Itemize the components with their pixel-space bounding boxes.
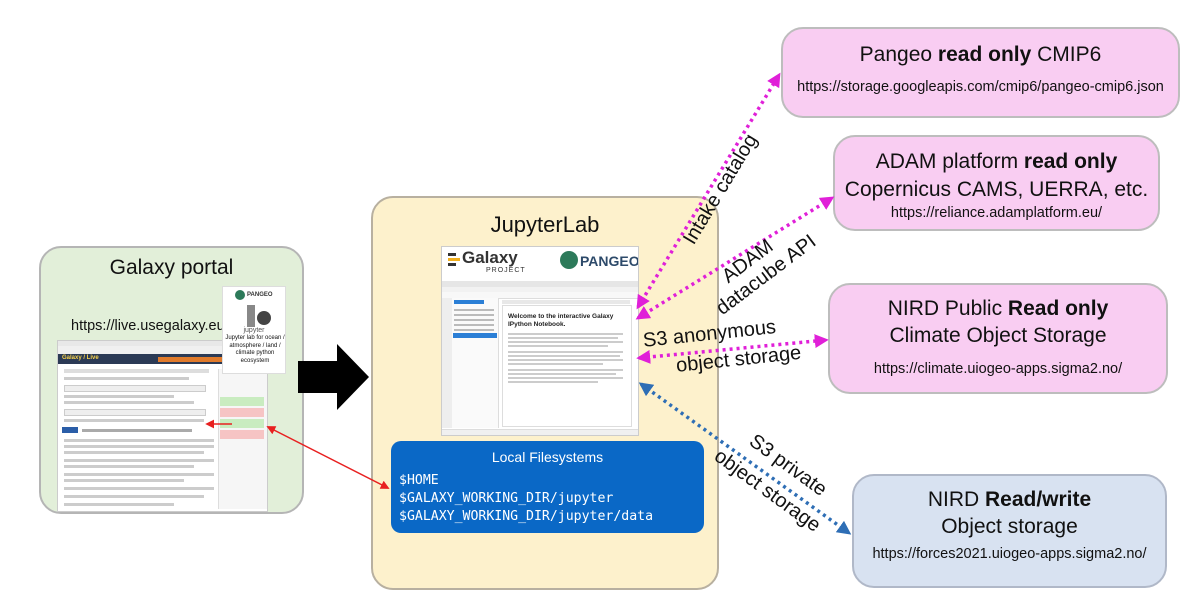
pangeo-title: Pangeo read only CMIP6	[859, 43, 1102, 66]
nird-public-box: NIRD Public Read only Climate Object Sto…	[828, 283, 1168, 394]
jupyter-word: jupyter	[243, 327, 265, 334]
adam-arrow	[635, 196, 835, 320]
galaxy-portal-url: https://live.usegalaxy.eu	[71, 318, 225, 334]
s3-anon-arrow	[636, 334, 829, 364]
path-jupyter-data: $GALAXY_WORKING_DIR/jupyter/data	[399, 509, 654, 524]
adam-platform-box: ADAM platform read only Copernicus CAMS,…	[833, 135, 1160, 231]
path-home: $HOME	[399, 473, 439, 488]
nird-public-subtitle: Climate Object Storage	[889, 324, 1107, 347]
pangeo-url: https://storage.googleapis.com/cmip6/pan…	[797, 79, 1164, 95]
pangeo-jupyter-overlay: PANGEO jupyter Jupyter lab for ocean / a…	[222, 286, 286, 374]
intake-arrow	[636, 72, 781, 310]
nird-readwrite-box: NIRD Read/write Object storage https://f…	[852, 474, 1167, 588]
pangeo-logo-icon	[235, 290, 245, 300]
jupyterlab-title: JupyterLab	[490, 212, 600, 237]
nird-public-url: https://climate.uiogeo-apps.sigma2.no/	[873, 361, 1123, 377]
local-link-arrow	[266, 426, 390, 489]
galaxy-project-sub: PROJECT	[486, 267, 526, 274]
galaxy-portal-title: Galaxy portal	[109, 256, 234, 279]
adam-title: ADAM platform read only	[875, 150, 1118, 173]
local-filesystems-title: Local Filesystems	[491, 449, 604, 465]
pangeo-logo: PANGEO	[580, 253, 639, 269]
main-flow-arrow	[298, 344, 369, 410]
nird-rw-title: NIRD Read/write	[927, 488, 1092, 511]
pangeo-cmip6-box: Pangeo read only CMIP6 https://storage.g…	[781, 27, 1180, 118]
pangeo-logo-icon	[560, 251, 578, 269]
nird-rw-url: https://forces2021.uiogeo-apps.sigma2.no…	[872, 546, 1147, 562]
jupyter-logo-icon	[247, 305, 255, 327]
notebook-heading: Welcome to the interactive Galaxy IPytho…	[508, 313, 614, 328]
path-jupyter: $GALAXY_WORKING_DIR/jupyter	[399, 491, 614, 506]
jupyter-caption: Jupyter lab for ocean / atmosphere / lan…	[225, 335, 285, 364]
pangeo-logo-text: PANGEO	[247, 292, 273, 298]
galaxy-project-logo: Galaxy	[462, 248, 518, 267]
nird-rw-subtitle: Object storage	[941, 515, 1078, 538]
adam-url: https://reliance.adamplatform.eu/	[890, 205, 1103, 221]
galaxy-brand: Galaxy / Live	[62, 355, 99, 361]
nird-public-title: NIRD Public Read only	[887, 297, 1109, 320]
adam-subtitle: Copernicus CAMS, UERRA, etc.	[844, 178, 1149, 201]
s3-private-arrow	[638, 382, 852, 535]
